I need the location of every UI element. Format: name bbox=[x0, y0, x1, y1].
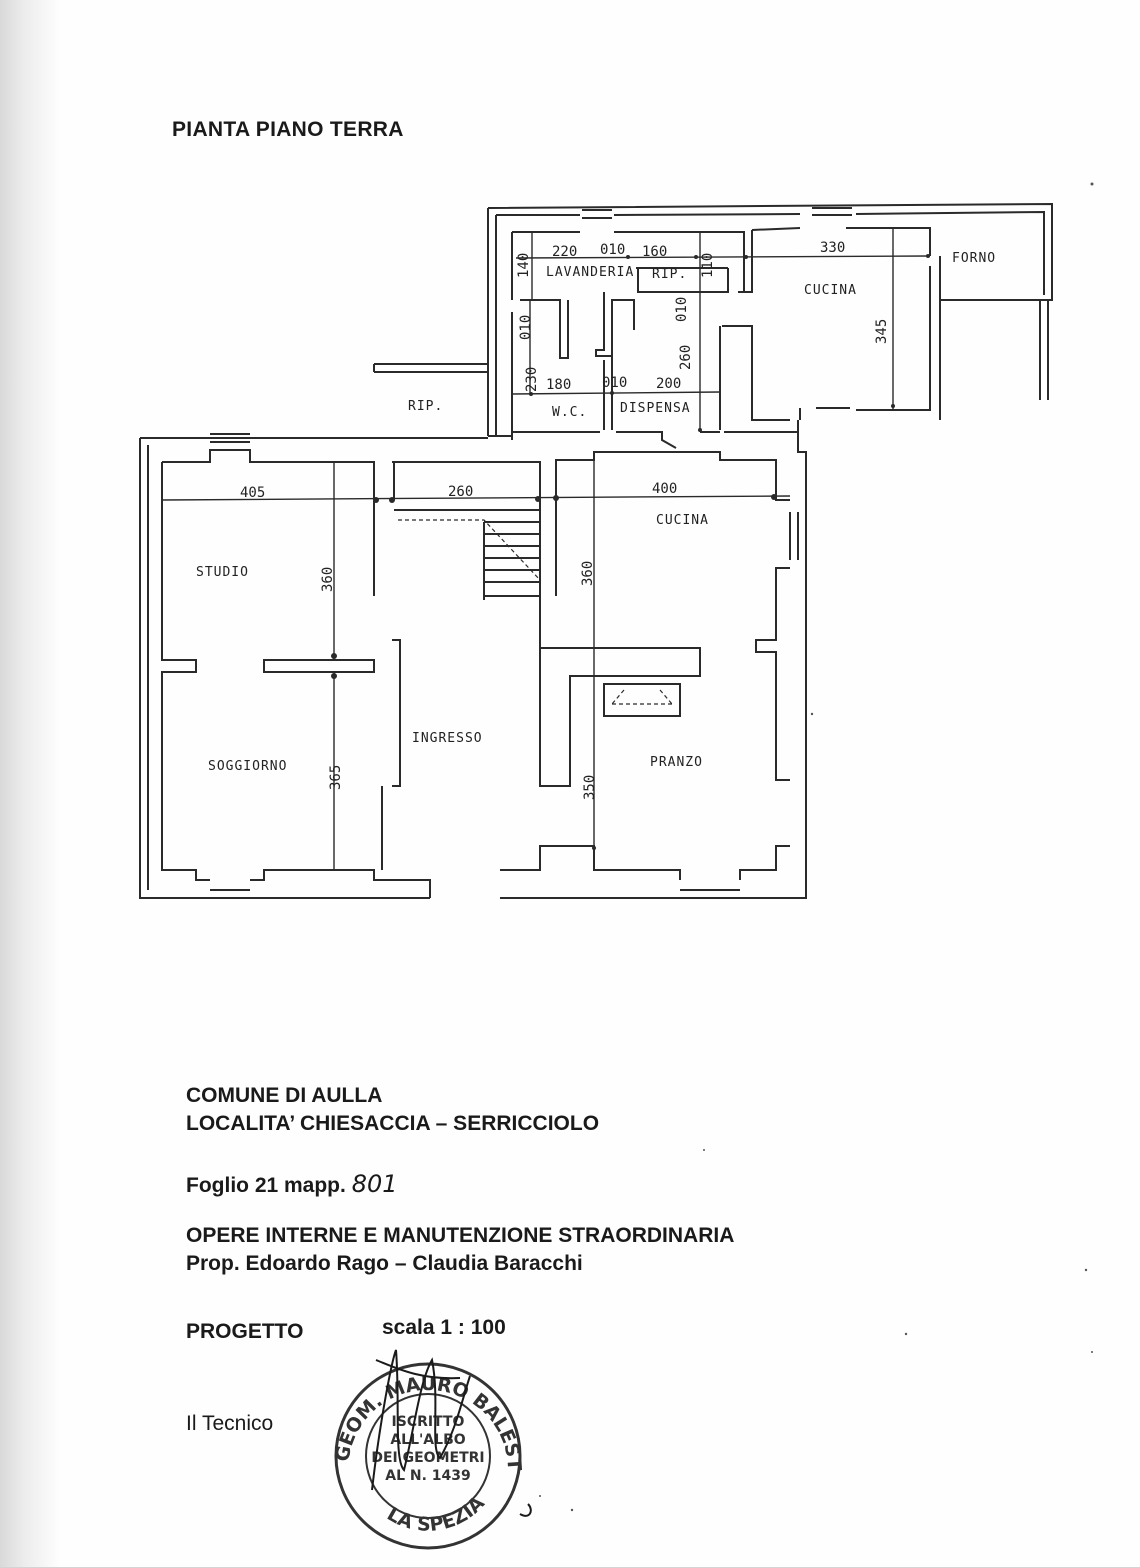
dim-365: 365 bbox=[328, 765, 344, 790]
dim-010-d: 010 bbox=[602, 375, 627, 391]
room-label-rip-left: RIP. bbox=[408, 399, 443, 414]
annex-inner-wall bbox=[512, 231, 745, 292]
dim-360-cucina: 360 bbox=[580, 561, 596, 586]
scale-label: scala 1 : 100 bbox=[382, 1316, 506, 1339]
stamp-line-3: DEI GEOMETRI bbox=[371, 1450, 484, 1466]
foglio-line: Foglio 21 mapp. 801 bbox=[186, 1170, 398, 1198]
room-label-ingresso: INGRESSO bbox=[412, 731, 483, 746]
dim-260: 260 bbox=[448, 484, 473, 500]
dim-010-b: 010 bbox=[518, 315, 534, 340]
dim-140: 140 bbox=[516, 253, 532, 278]
dim-180: 180 bbox=[546, 377, 571, 393]
prop-line: Prop. Edoardo Rago – Claudia Baracchi bbox=[186, 1252, 583, 1275]
progetto-label: PROGETTO bbox=[186, 1320, 304, 1343]
room-label-wc: W.C. bbox=[552, 405, 587, 420]
dim-230: 230 bbox=[524, 367, 540, 392]
room-label-studio: STUDIO bbox=[196, 565, 249, 580]
signature bbox=[371, 1349, 532, 1517]
room-label-dispensa: DISPENSA bbox=[620, 401, 691, 416]
dim-260-vertical: 260 bbox=[678, 345, 694, 370]
scan-edge-shadow bbox=[0, 0, 60, 1567]
main-outer-wall bbox=[140, 432, 513, 440]
dim-160: 160 bbox=[642, 244, 667, 260]
plan-title: PIANTA PIANO TERRA bbox=[172, 118, 404, 141]
stamp-ring-bottom: LA SPEZIA bbox=[383, 1492, 489, 1536]
room-label-soggiorno: SOGGIORNO bbox=[208, 759, 287, 774]
dim-220: 220 bbox=[552, 244, 577, 260]
dim-400: 400 bbox=[652, 481, 677, 497]
room-label-cucina-main: CUCINA bbox=[656, 513, 709, 528]
tecnico-label: Il Tecnico bbox=[186, 1412, 274, 1435]
dim-010-a: 010 bbox=[600, 242, 625, 258]
dim-330: 330 bbox=[820, 240, 845, 256]
stamp-line-2: ALL'ALBO bbox=[390, 1432, 465, 1448]
room-label-forno: FORNO bbox=[952, 251, 996, 266]
mapp-number: 801 bbox=[351, 1170, 398, 1198]
annex-outer-wall bbox=[487, 202, 1053, 301]
dim-010-c: 010 bbox=[674, 297, 690, 322]
dim-345: 345 bbox=[874, 319, 890, 344]
stamp-line-1: ISCRITTO bbox=[392, 1414, 465, 1430]
room-label-pranzo: PRANZO bbox=[650, 755, 703, 770]
foglio-label: Foglio 21 mapp. bbox=[186, 1174, 346, 1197]
dim-350: 350 bbox=[582, 775, 598, 800]
svg-text:LA SPEZIA: LA SPEZIA bbox=[383, 1492, 489, 1536]
dim-110: 110 bbox=[700, 253, 716, 278]
comune-line: COMUNE DI AULLA bbox=[186, 1084, 383, 1107]
scan-specks bbox=[539, 182, 1094, 1512]
room-label-rip-top: RIP. bbox=[652, 267, 687, 282]
dim-360-studio: 360 bbox=[320, 567, 336, 592]
dim-200: 200 bbox=[656, 376, 681, 392]
room-label-cucina-top: CUCINA bbox=[804, 283, 857, 298]
opere-line: OPERE INTERNE E MANUTENZIONE STRAORDINAR… bbox=[186, 1224, 735, 1247]
localita-line: LOCALITA’ CHIESACCIA – SERRICCIOLO bbox=[186, 1112, 600, 1135]
dim-405: 405 bbox=[240, 485, 265, 501]
stamp-line-4: AL N. 1439 bbox=[385, 1468, 471, 1484]
room-label-lavanderia: LAVANDERIA bbox=[546, 265, 634, 280]
